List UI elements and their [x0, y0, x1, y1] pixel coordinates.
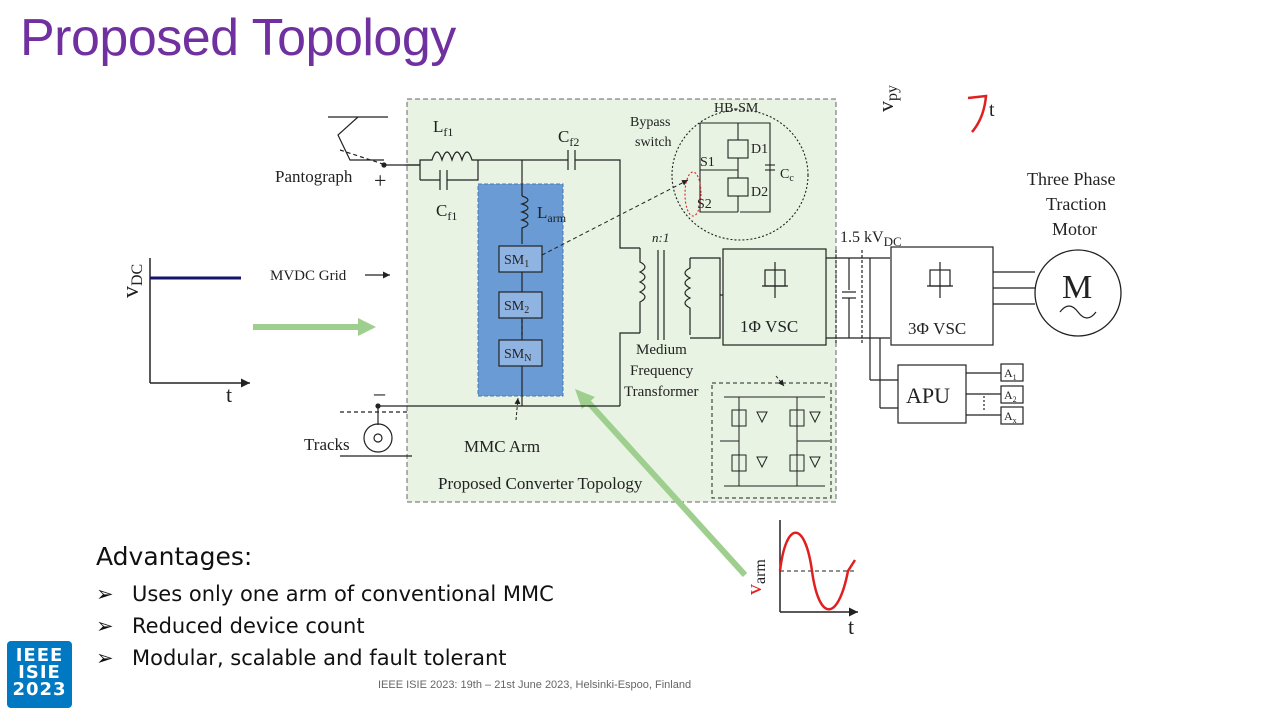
ax-label: Ax — [1004, 409, 1017, 425]
sm2-block — [498, 291, 543, 319]
mft-label-1: Medium — [636, 342, 687, 358]
mvdc-grid-label: MVDC Grid — [270, 268, 347, 284]
minus-sign: – — [373, 380, 386, 405]
hb-sm-detail — [671, 109, 809, 241]
submodules — [498, 245, 543, 367]
h-bridge-detail — [711, 382, 832, 499]
proposed-converter-label: Proposed Converter Topology — [438, 474, 643, 493]
vsc3-label: 3Φ VSC — [908, 319, 966, 338]
d2-label: D2 — [751, 185, 768, 200]
advantages-heading: Advantages: — [96, 542, 253, 571]
vdc-plot: vDC t — [118, 258, 250, 407]
cf1-label: Cf1 — [436, 201, 457, 223]
smn-label: SMN — [504, 347, 531, 364]
larm-label: Larm — [537, 203, 567, 225]
apu-block — [897, 363, 1024, 425]
pantograph-label: Pantograph — [275, 167, 353, 186]
hb-sm-label: HB-SM — [714, 101, 759, 116]
tracks — [340, 403, 412, 457]
mmc-arm-label: MMC Arm — [464, 437, 540, 456]
vdc-label: vDC — [118, 264, 146, 298]
vpy-t-label: t — [989, 99, 995, 121]
vsc-3phase-block — [890, 246, 1035, 346]
arrow-bullet-icon: ➢ — [96, 646, 114, 670]
varm-plot: varm t — [741, 520, 858, 639]
turns-ratio-label: n:1 — [652, 230, 669, 245]
pantograph — [328, 116, 420, 168]
a1-label: A1 — [1004, 366, 1017, 382]
arrow-bullet-icon: ➢ — [96, 582, 114, 606]
varm-label: varm — [741, 559, 769, 595]
traction-motor — [1034, 249, 1122, 337]
varm-t-label: t — [848, 614, 854, 639]
smn-block — [498, 339, 543, 367]
input-filter — [340, 150, 640, 413]
a2-label: A2 — [1004, 388, 1017, 404]
motor-symbol: M — [1062, 269, 1092, 306]
vpy-label: vpy — [873, 85, 901, 112]
advantages-list: ➢Uses only one arm of conventional MMC ➢… — [96, 578, 554, 674]
mf-transformer — [638, 248, 724, 340]
tracks-label: Tracks — [304, 435, 350, 454]
page-title: Proposed Topology — [20, 9, 456, 67]
cf2-label: Cf2 — [558, 127, 579, 149]
list-item: ➢Uses only one arm of conventional MMC — [96, 578, 554, 610]
d1-label: D1 — [751, 142, 768, 157]
ieee-isie-logo: IEEE ISIE 2023 — [7, 641, 72, 708]
sm1-block — [498, 245, 543, 273]
sm2-label: SM2 — [504, 299, 529, 316]
plus-sign: + — [374, 168, 386, 193]
mft-label-3: Transformer — [624, 384, 698, 400]
vdc-t-label: t — [226, 382, 232, 407]
dc-bus — [826, 250, 898, 409]
vsc-1phase-block — [722, 248, 827, 346]
switch-label: switch — [635, 135, 672, 150]
cc-label: Cc — [780, 167, 794, 184]
apu-label: APU — [906, 383, 950, 408]
vpy-waveform — [967, 94, 988, 133]
vsc1-label: 1Φ VSC — [740, 317, 798, 336]
mft-label-2: Frequency — [630, 363, 694, 379]
dc-bus-label: 1.5 kVDC — [840, 229, 902, 249]
bypass-label: Bypass — [630, 115, 670, 130]
list-item: ➢Modular, scalable and fault tolerant — [96, 642, 554, 674]
lf1-label: Lf1 — [433, 117, 453, 139]
list-item: ➢Reduced device count — [96, 610, 554, 642]
motor-label-3: Motor — [1052, 219, 1097, 239]
motor-label-2: Traction — [1046, 194, 1106, 214]
arrow-bullet-icon: ➢ — [96, 614, 114, 638]
s1-label: S1 — [700, 155, 715, 170]
conference-footer: IEEE ISIE 2023: 19th – 21st June 2023, H… — [378, 679, 692, 691]
s2-label: S2 — [697, 197, 712, 212]
motor-label-1: Three Phase — [1027, 169, 1115, 189]
varm-green-arrow — [585, 399, 748, 578]
sm1-label: SM1 — [504, 253, 529, 270]
